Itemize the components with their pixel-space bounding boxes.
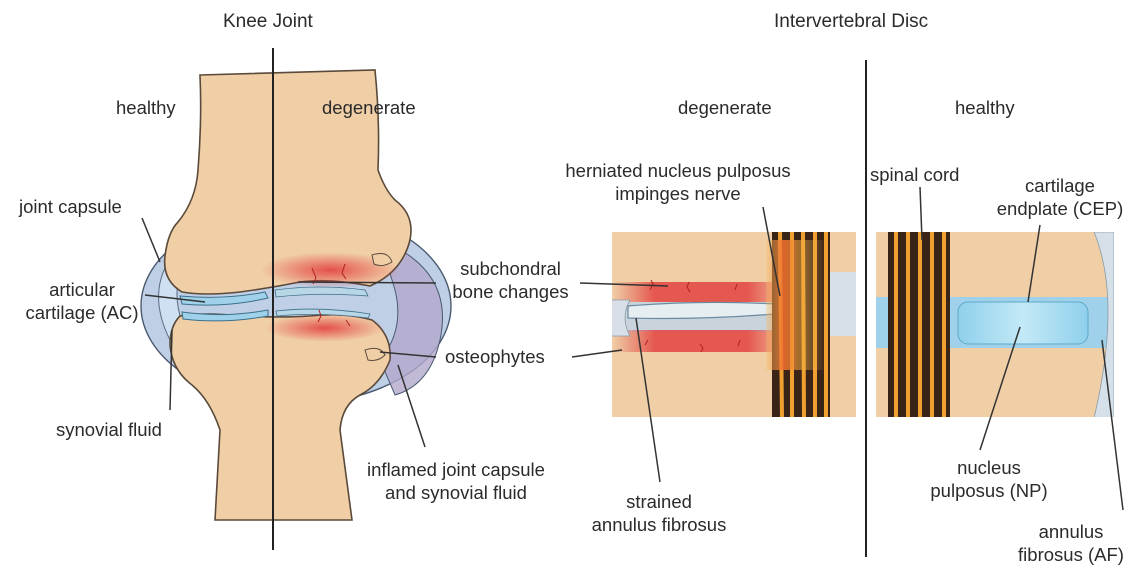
subchondral-label: subchondral bone changes	[438, 257, 583, 303]
disc-healthy-label: healthy	[955, 96, 1015, 119]
af-label-line1: annulus	[1010, 520, 1132, 543]
knee-joint-title: Knee Joint	[223, 10, 313, 33]
inflamed-label-line1: inflamed joint capsule	[346, 458, 566, 481]
nucleus-pulposus-shape	[958, 302, 1088, 344]
knee-degenerate-label: degenerate	[322, 96, 416, 119]
af-label: annulus fibrosus (AF)	[1010, 520, 1132, 566]
cep-label-line1: cartilage	[990, 174, 1130, 197]
articular-cartilage-label-line1: articular	[22, 278, 142, 301]
disc-degenerate-label: degenerate	[678, 96, 772, 119]
articular-cartilage-label: articular cartilage (AC)	[22, 278, 142, 324]
articular-cartilage-label-line2: cartilage (AC)	[22, 301, 142, 324]
strained-label-line2: annulus fibrosus	[578, 513, 740, 536]
degenerate-side-disc	[830, 272, 856, 336]
leader-subchondral	[298, 282, 436, 283]
herniated-label-line2: impinges nerve	[548, 182, 808, 205]
strained-label-line1: strained	[578, 490, 740, 513]
degenerate-disc-illustration	[606, 232, 857, 418]
herniated-label-line1: herniated nucleus pulposus	[548, 159, 808, 182]
intervertebral-disc-title: Intervertebral Disc	[774, 10, 928, 33]
af-label-line2: fibrosus (AF)	[1010, 543, 1132, 566]
synovial-fluid-label: synovial fluid	[56, 418, 162, 441]
cep-label-line2: endplate (CEP)	[990, 197, 1130, 220]
nerve-impingement-glow	[766, 240, 826, 370]
joint-capsule-label: joint capsule	[19, 195, 122, 218]
strained-annulus-label: strained annulus fibrosus	[578, 490, 740, 536]
np-label-line2: pulposus (NP)	[924, 479, 1054, 502]
subchondral-inflammation-lower	[265, 314, 385, 342]
subchondral-label-line2: bone changes	[438, 280, 583, 303]
inflamed-label-line2: and synovial fluid	[346, 481, 566, 504]
knee-healthy-label: healthy	[116, 96, 176, 119]
healthy-disc-illustration	[876, 232, 1114, 418]
spinal-cord-label: spinal cord	[870, 163, 959, 186]
subchondral-label-line1: subchondral	[438, 257, 583, 280]
osteophytes-label: osteophytes	[445, 345, 545, 368]
herniated-label: herniated nucleus pulposus impinges nerv…	[548, 159, 808, 205]
inflamed-capsule-label: inflamed joint capsule and synovial flui…	[346, 458, 566, 504]
np-label: nucleus pulposus (NP)	[924, 456, 1054, 502]
np-label-line1: nucleus	[924, 456, 1054, 479]
cep-label: cartilage endplate (CEP)	[990, 174, 1130, 220]
leader-joint-capsule	[142, 218, 160, 262]
